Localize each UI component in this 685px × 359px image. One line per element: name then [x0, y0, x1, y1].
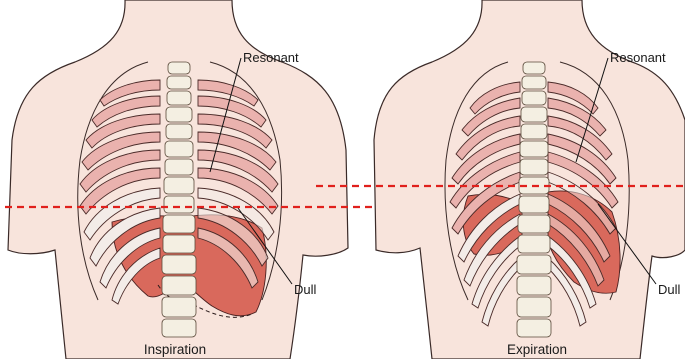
- figure-expiration: Resonant Dull Expiration: [374, 0, 685, 359]
- caption-inspiration: Inspiration: [144, 342, 206, 357]
- figure-inspiration: Resonant Dull Inspiration: [8, 0, 348, 359]
- label-dull-inspiration: Dull: [294, 282, 317, 297]
- label-resonant-expiration: Resonant: [610, 50, 666, 65]
- caption-expiration: Expiration: [507, 342, 567, 357]
- label-resonant-inspiration: Resonant: [243, 50, 299, 65]
- label-dull-expiration: Dull: [658, 282, 681, 297]
